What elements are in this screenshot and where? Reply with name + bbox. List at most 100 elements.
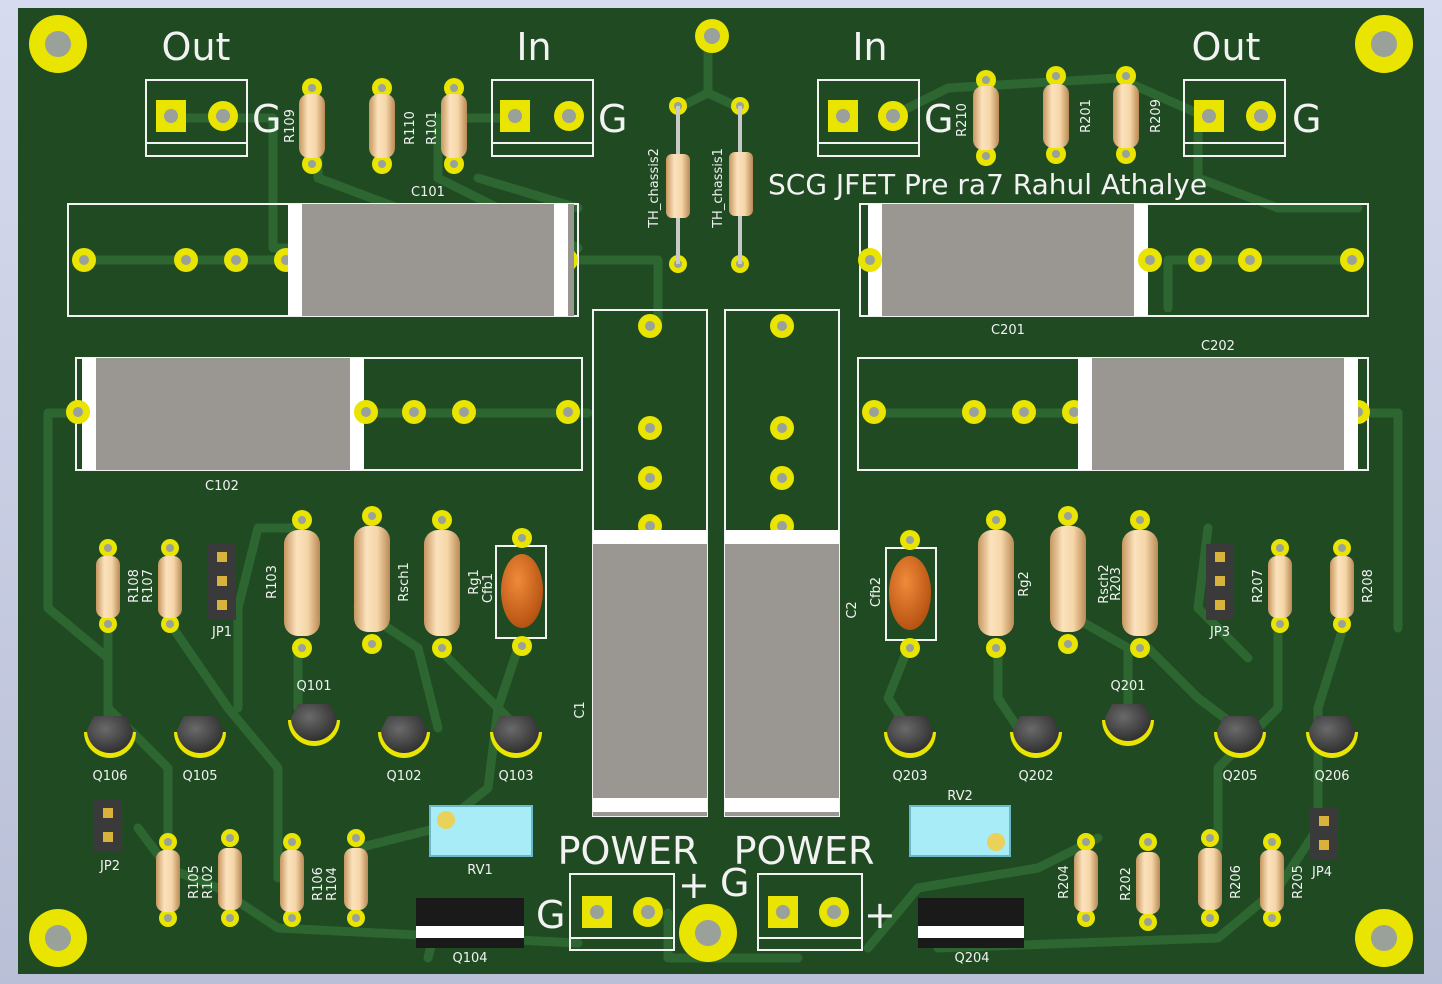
resistor-rsch2 [1050,506,1086,654]
capacitor-c2 [724,309,840,817]
connector-in-left [491,79,594,157]
refdes-q204: Q204 [954,951,989,966]
transistor-q205 [1214,716,1266,758]
connector-power-right [757,873,863,951]
refdes-q206: Q206 [1314,769,1349,784]
refdes-rg2: Rg2 [1017,571,1032,597]
ceramic-cap-cfb2 [885,530,937,658]
connector-label-out-left: Out [162,25,231,69]
resistor-r207 [1268,539,1292,633]
jumper-jp4 [1310,808,1338,860]
refdes-r102: R102 [201,865,216,899]
resistor-r107 [158,539,182,633]
capacitor-c102 [66,357,583,471]
resistor-r209 [1113,66,1139,164]
refdes-jp1: JP1 [211,625,232,640]
refdes-q106: Q106 [92,769,127,784]
refdes-r103: R103 [265,565,280,599]
refdes-rsch1: Rsch1 [397,562,412,601]
refdes-th1: TH_chassis1 [711,148,726,229]
refdes-c1: C1 [573,701,588,718]
ground-label: G [924,97,953,141]
resistor-r204 [1074,833,1098,927]
refdes-r201: R201 [1079,99,1094,133]
capacitor-c202 [857,357,1370,471]
refdes-r203: R203 [1109,567,1124,601]
thermistor-th2 [666,97,690,273]
ground-label: G [598,97,627,141]
capacitor-c201 [858,203,1369,317]
refdes-r206: R206 [1229,865,1244,899]
refdes-cfb1: Cfb1 [481,573,496,603]
refdes-q105: Q105 [182,769,217,784]
refdes-r106: R106 [311,867,326,901]
resistor-r106 [280,833,304,927]
refdes-rv1: RV1 [467,863,493,878]
refdes-c102: C102 [205,479,239,494]
resistor-r110 [369,78,395,174]
plus-label: + [864,893,896,937]
resistor-rg2 [978,510,1014,658]
refdes-r207: R207 [1251,569,1266,603]
transistor-q203 [884,716,936,758]
transistor-q105 [174,716,226,758]
refdes-jp2: JP2 [99,859,120,874]
resistor-r202 [1136,833,1160,931]
ground-label: G [1292,97,1321,141]
resistor-rg1 [424,510,460,658]
refdes-c201: C201 [991,323,1025,338]
refdes-c2: C2 [845,601,860,618]
connector-label-in-right: In [852,25,887,69]
refdes-q202: Q202 [1018,769,1053,784]
resistor-r104 [344,829,368,927]
resistor-r208 [1330,539,1354,633]
regulator-q104 [416,898,524,948]
refdes-jp3: JP3 [1209,625,1230,640]
refdes-r105: R105 [187,865,202,899]
refdes-r107: R107 [141,569,156,603]
connector-label-out-right: Out [1192,25,1261,69]
pcb-board: Out G In G In G Out G R109 R110 [18,8,1424,974]
transistor-q202 [1010,716,1062,758]
power-label-right: POWER [734,829,875,873]
ground-label: G [720,861,749,905]
refdes-r101: R101 [425,111,440,145]
jumper-jp1 [208,544,236,620]
refdes-r202: R202 [1119,867,1134,901]
refdes-rg1: Rg1 [467,569,482,595]
refdes-q103: Q103 [498,769,533,784]
refdes-q205: Q205 [1222,769,1257,784]
resistor-r105 [156,833,180,927]
refdes-q101: Q101 [296,679,331,694]
capacitor-c101 [67,203,579,317]
refdes-r205: R205 [1291,865,1306,899]
power-label-left: POWER [558,829,699,873]
resistor-rsch1 [354,506,390,654]
connector-in-right [817,79,920,157]
refdes-rsch2: Rsch2 [1097,564,1112,603]
refdes-q201: Q201 [1110,679,1145,694]
resistor-r203 [1122,510,1158,658]
transistor-row [84,704,1358,758]
refdes-q203: Q203 [892,769,927,784]
thermistor-th1 [729,97,753,273]
connector-power-left [569,873,675,951]
potentiometer-rv2 [909,805,1011,857]
plus-label: + [678,863,710,907]
refdes-q104: Q104 [452,951,487,966]
refdes-c202: C202 [1201,339,1235,354]
refdes-rv2: RV2 [947,789,973,804]
connector-out-left [145,79,248,157]
pcb-substrate [18,8,1424,974]
refdes-cfb2: Cfb2 [869,577,884,607]
potentiometer-rv1 [429,805,533,857]
transistor-q102 [378,716,430,758]
refdes-r104: R104 [325,867,340,901]
mounting-holes [29,15,1413,967]
refdes-r109: R109 [283,109,298,143]
capacitor-c1 [592,309,708,817]
resistor-r109 [299,78,325,174]
refdes-r210: R210 [955,103,970,137]
refdes-c101: C101 [411,185,445,200]
